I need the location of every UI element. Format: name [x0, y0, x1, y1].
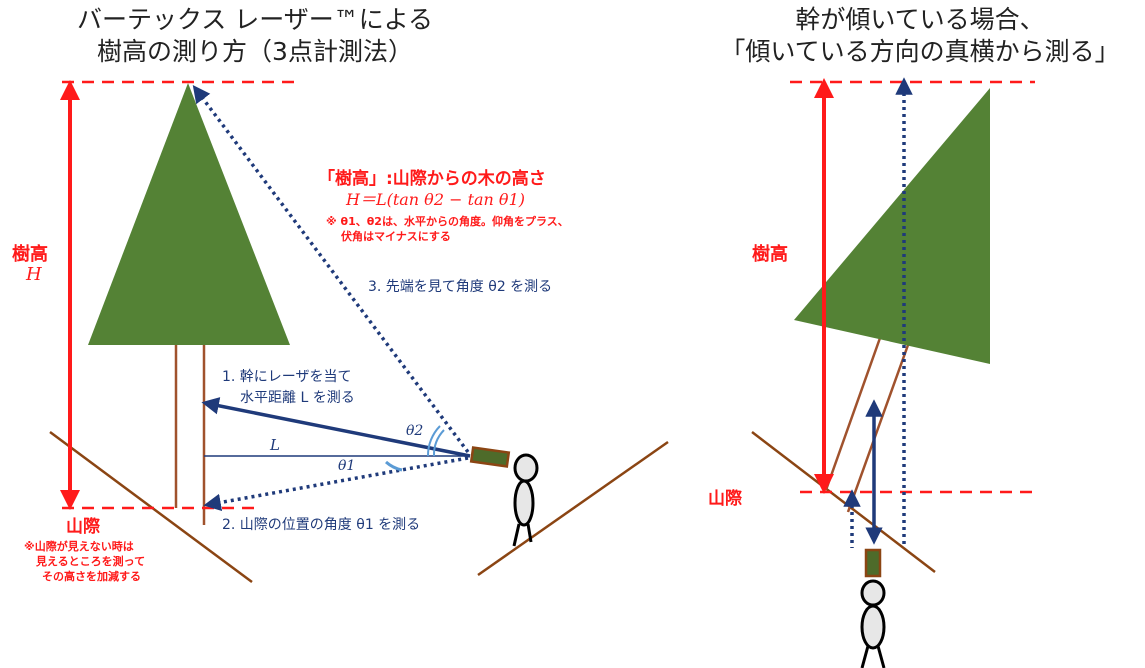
- height-label: 樹高: [12, 244, 48, 265]
- right-panel: [751, 77, 1035, 668]
- right-slope-ground: [477, 440, 669, 577]
- leaning-tree-crown: [794, 88, 990, 364]
- right-person-figure: [860, 579, 886, 668]
- left-title-line2: 樹高の測り方（3点計測法）: [97, 37, 413, 66]
- right-panel-slope: [751, 431, 936, 573]
- angle-theta1-label: θ1: [338, 458, 356, 474]
- step3-label: 3. 先端を見て角度 θ2 を測る: [368, 279, 553, 295]
- laser-device: [469, 446, 511, 468]
- right-height-label: 樹高: [752, 244, 788, 265]
- step2-label: 2. 山際の位置の角度 θ1 を測る: [222, 517, 421, 533]
- height-symbol: H: [26, 264, 42, 285]
- sight-to-top-arrow: [192, 85, 470, 454]
- formula-note-line1: ※ θ1、θ2は、水平からの角度。仰角をプラス、: [326, 215, 569, 228]
- formula-note-line2: 伏角はマイナスにする: [341, 230, 451, 243]
- right-title-line2: 「傾いている方向の真横から測る」: [720, 37, 1120, 66]
- sight-to-foot-arrow: [203, 456, 469, 512]
- step1-line1: 1. 幹にレーザを当て: [222, 369, 352, 385]
- angle-theta2-label: θ2: [406, 423, 424, 439]
- leaning-trunk-left: [824, 337, 882, 491]
- right-laser-device: [864, 548, 882, 578]
- distance-symbol: L: [270, 436, 280, 454]
- angle-theta1-arc: [385, 460, 403, 472]
- angle-theta2-arc-outer: [426, 425, 441, 457]
- leaning-trunk-right: [846, 344, 910, 513]
- foot-label: 山際: [66, 517, 100, 537]
- foot-note-line1: ※山際が見えない時は: [24, 540, 134, 553]
- angle-theta2-arc: [432, 429, 445, 457]
- right-title-line1: 幹が傾いている場合、: [795, 5, 1045, 34]
- right-foot-label: 山際: [708, 489, 742, 509]
- foot-note-line3: その高さを加減する: [42, 570, 141, 583]
- laser-horizontal-arrow: [201, 397, 471, 458]
- person-figure: [512, 453, 539, 547]
- foot-note-line2: 見えるところを測って: [36, 555, 146, 568]
- step1-line2: 水平距離 L を測る: [240, 390, 355, 406]
- formula: H＝L(tan θ2 − tan θ1): [346, 190, 525, 209]
- left-title-line1: バーテックス レーザー™による: [77, 5, 433, 34]
- left-panel: [49, 80, 669, 584]
- tree-crown: [88, 83, 290, 345]
- formula-heading: 「樹高」:山際からの木の高さ: [318, 169, 546, 189]
